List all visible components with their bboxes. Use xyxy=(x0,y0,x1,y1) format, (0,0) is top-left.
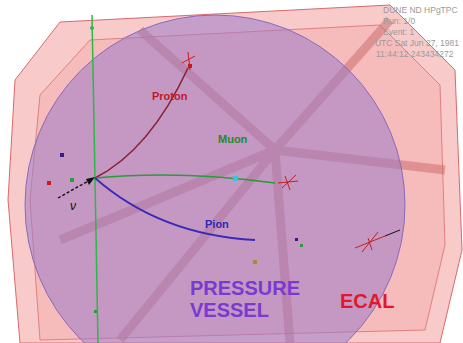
region-label: ECAL xyxy=(340,290,394,312)
pion-track xyxy=(95,178,255,240)
track-label: Proton xyxy=(152,90,187,102)
header-text: Run: 1/0 xyxy=(383,17,415,26)
header-text: DUNE ND HPgTPC xyxy=(383,6,458,15)
hit-dot xyxy=(94,310,97,313)
pressure-vessel xyxy=(25,15,405,343)
hit-dot xyxy=(233,176,238,181)
hit-dot xyxy=(47,181,51,185)
neutrino-arrow xyxy=(58,180,90,198)
header-text: UTC Sat Jun 27, 1981 xyxy=(375,39,459,48)
hit-dot xyxy=(295,238,298,241)
track-label: Muon xyxy=(218,133,247,145)
neutrino-arrowhead xyxy=(86,177,95,185)
hit-dot xyxy=(253,260,257,264)
particle-symbol: ν xyxy=(70,200,76,213)
ecal-track-stub xyxy=(385,230,400,236)
hit-dot xyxy=(60,153,64,157)
region-label: PRESSURE VESSEL xyxy=(190,277,325,321)
track-label: Pion xyxy=(205,218,229,230)
proton-track xyxy=(95,68,188,178)
ecal-hit xyxy=(182,52,385,252)
header-text: Event: 1 xyxy=(383,28,414,37)
hit-dot xyxy=(70,178,74,182)
header-text: 11:44:12 243434272 xyxy=(376,50,453,59)
muon-track xyxy=(95,175,275,183)
hit-dot xyxy=(188,64,192,68)
axis-marker xyxy=(90,26,94,30)
hit-dot xyxy=(300,244,303,247)
